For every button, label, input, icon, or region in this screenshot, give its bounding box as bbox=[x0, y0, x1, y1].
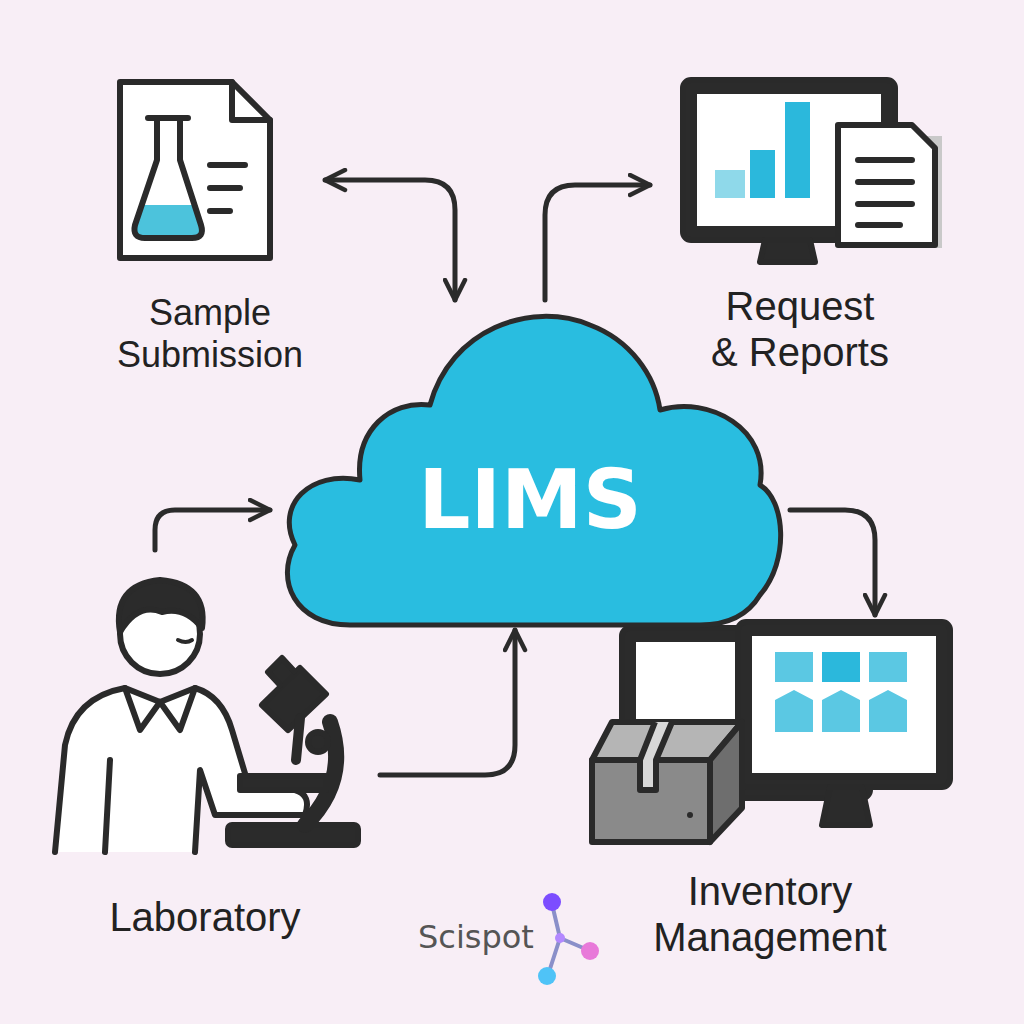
scientist-icon-part bbox=[119, 580, 203, 632]
watermark: Scispot bbox=[418, 918, 534, 956]
report-monitor-icon-part bbox=[858, 160, 912, 225]
document-icon bbox=[120, 82, 270, 258]
node-label: Sample Submission bbox=[95, 292, 325, 375]
document-icon-part bbox=[120, 82, 270, 258]
scientist-icon-part bbox=[228, 825, 358, 845]
scientist-icon-part bbox=[178, 640, 192, 642]
report-monitor-icon-part bbox=[838, 125, 935, 245]
scientist-icon-part bbox=[105, 760, 110, 852]
inventory-icon-part bbox=[640, 722, 672, 790]
inventory-icon-part bbox=[869, 652, 907, 682]
inventory-icon-part bbox=[738, 622, 950, 787]
document-icon-part bbox=[232, 82, 270, 120]
scispot-logo-part bbox=[555, 933, 565, 943]
flow-arrow bbox=[380, 630, 515, 775]
scientist-icon-part bbox=[268, 658, 294, 685]
flow-arrow bbox=[325, 180, 455, 300]
report-monitor-icon-part bbox=[750, 150, 775, 198]
scientist-icon-part bbox=[308, 732, 328, 752]
report-monitor-icon-part bbox=[760, 240, 815, 262]
scientist-icon-part bbox=[296, 718, 300, 760]
flow-arrow bbox=[545, 185, 650, 300]
node-label: Inventory Management bbox=[635, 868, 905, 960]
inventory-icon-part bbox=[775, 690, 907, 732]
inventory-icon-part bbox=[687, 812, 693, 818]
scientist-icon-part bbox=[125, 688, 195, 730]
report-monitor-icon-part bbox=[715, 170, 745, 198]
document-icon-part bbox=[134, 118, 202, 238]
reports-node: Request & Reports bbox=[650, 75, 950, 375]
inventory-icon-part bbox=[752, 636, 936, 773]
report-monitor-icon-part bbox=[785, 102, 810, 198]
inventory-node: Inventory Management bbox=[580, 615, 960, 960]
flow-arrow bbox=[155, 510, 270, 550]
report-monitor-icon bbox=[683, 80, 942, 262]
inventory-icon-part bbox=[822, 787, 870, 825]
scispot-logo-part bbox=[543, 893, 561, 911]
document-icon-part bbox=[210, 165, 245, 211]
inventory-icon-part bbox=[822, 652, 860, 682]
cloud-title: LIMS bbox=[418, 459, 641, 541]
scientist-icon-part bbox=[240, 776, 326, 790]
scientist-icon bbox=[55, 580, 358, 852]
cloud-outline bbox=[287, 316, 780, 625]
inventory-icon-part bbox=[775, 652, 813, 682]
flow-arrow bbox=[790, 510, 875, 615]
node-label: Laboratory bbox=[109, 894, 300, 940]
sample-submission-node: Sample Submission bbox=[95, 75, 325, 375]
laboratory-node: Laboratory bbox=[30, 550, 380, 940]
scispot-logo-part bbox=[581, 942, 599, 960]
scispot-logo-part bbox=[548, 904, 588, 975]
inventory-icon bbox=[592, 622, 950, 842]
inventory-icon-part bbox=[710, 722, 742, 842]
scispot-logo-part bbox=[538, 967, 556, 985]
scispot-logo bbox=[538, 893, 599, 985]
node-label: Request & Reports bbox=[708, 283, 892, 375]
lims-cloud: LIMS bbox=[270, 300, 790, 630]
document-icon-part bbox=[136, 205, 200, 236]
